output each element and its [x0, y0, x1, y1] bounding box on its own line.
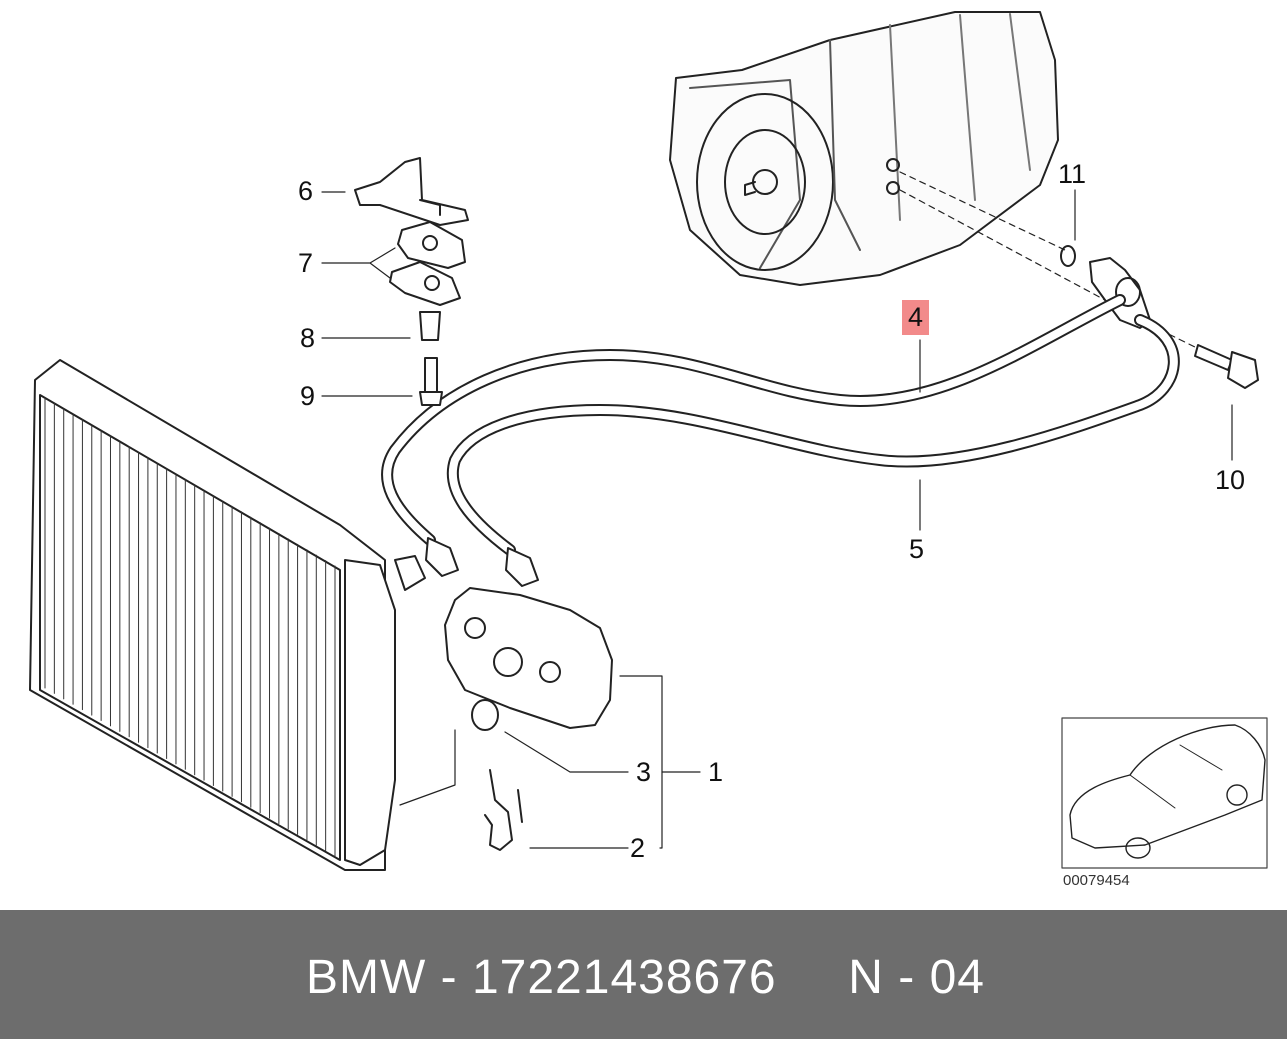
- transmission-housing: [669, 11, 1059, 286]
- radiator-fins: [44, 397, 336, 857]
- oil-cooler-line-part-5: [446, 314, 1180, 556]
- radiator-connector: [394, 555, 426, 591]
- footer-part-label: BMW - 17221438676 N - 04: [306, 951, 985, 1004]
- vehicle-thumbnail: [1061, 717, 1268, 869]
- callout-6: 6: [298, 176, 314, 206]
- callout-10: 10: [1215, 465, 1246, 495]
- radiator: [29, 359, 386, 871]
- oil-cooler-line-part-4: [381, 294, 1126, 546]
- radiator-side-tank: [344, 559, 396, 866]
- leader-lines: [321, 189, 1233, 849]
- callout-4-highlighted: 4: [902, 300, 930, 335]
- part-number-footer: BMW - 17221438676 N - 04: [0, 910, 1287, 1039]
- clip-part-2: [484, 769, 523, 851]
- callout-8: 8: [300, 323, 316, 353]
- screw-part-9: [419, 357, 443, 406]
- bolt-part-10: [1194, 344, 1259, 389]
- hose-fitting: [505, 547, 539, 587]
- diagram-reference-code: 00079454: [1063, 872, 1130, 889]
- callout-7: 7: [298, 248, 314, 278]
- callout-11: 11: [1058, 159, 1087, 189]
- callout-9: 9: [300, 381, 316, 411]
- callout-1: 1: [708, 757, 724, 787]
- seal-ring-part-11: [1060, 245, 1076, 267]
- hose-fitting: [425, 537, 459, 577]
- holder-part-7: [389, 221, 466, 306]
- bushing-part-8: [419, 311, 441, 341]
- bracket-part-6: [354, 157, 469, 226]
- callout-3: 3: [636, 757, 652, 787]
- callout-5: 5: [909, 534, 925, 564]
- parts-diagram: [29, 11, 1268, 871]
- oil-cooler-part-1: [444, 587, 613, 729]
- seal-ring-part-3: [471, 699, 499, 731]
- callout-2: 2: [630, 833, 646, 863]
